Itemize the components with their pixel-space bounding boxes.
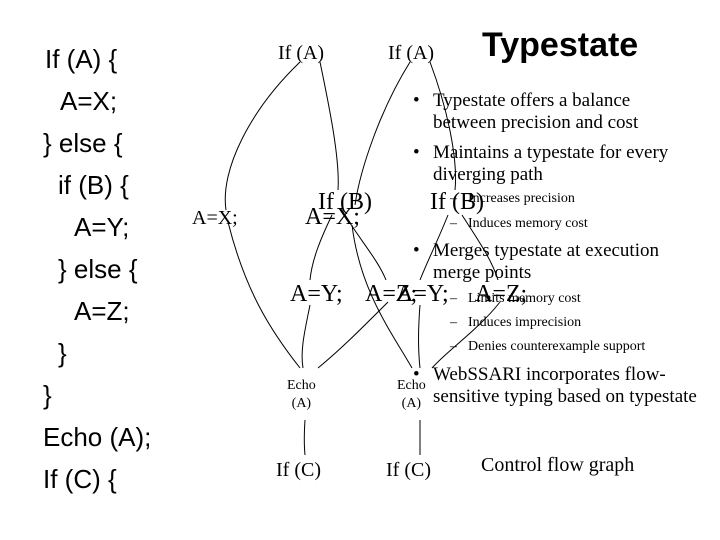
edge-left-ay-echo	[301, 304, 311, 369]
cfg-node-echo-line2: (A)	[401, 395, 422, 411]
code-line: }	[58, 338, 67, 368]
cfg-node-echo: Echo (A)	[397, 377, 426, 412]
edge-right-ifa-ifb	[429, 61, 456, 191]
edge-right-ax-echo	[351, 224, 413, 369]
cfg-node-if-a: If (A)	[278, 42, 325, 64]
code-line: A=Y;	[74, 212, 130, 242]
bullet-item: • Maintains a typestate for every diverg…	[413, 142, 669, 186]
edge-right-ifa-ax	[354, 61, 411, 206]
bullet-item: • WebSSARI incorporates flow- sensitive …	[413, 364, 697, 408]
code-line: A=X;	[60, 86, 118, 116]
cfg-node-a-y: A=Y;	[290, 281, 343, 307]
edge-left-ifb-az	[344, 214, 387, 281]
cfg-node-a-x: A=X;	[192, 207, 238, 229]
cfg-node-echo: Echo (A)	[287, 377, 316, 412]
edge-left-ifa-ifb	[319, 61, 339, 191]
sub-bullet-text: Increases precision	[468, 191, 575, 206]
bullet-text: WebSSARI incorporates flow-	[433, 364, 666, 385]
edge-left-echo-ifc	[303, 419, 306, 456]
bullet-text: Maintains a typestate for every	[433, 142, 669, 163]
cfg-node-a-z: A=Z;	[475, 281, 528, 307]
bullet-dot: •	[413, 90, 420, 111]
code-line: If (A) {	[45, 44, 118, 74]
bullet-text: merge points	[433, 262, 532, 283]
cfg-node-if-a: If (A)	[388, 42, 435, 64]
code-line: Echo (A);	[43, 422, 152, 452]
dash-mark: –	[450, 291, 457, 306]
edge-left-az-echo	[317, 301, 389, 369]
cfg-node-if-c: If (C)	[276, 459, 321, 481]
edge-right-ifb-ay	[419, 214, 449, 281]
edge-right-ay-echo	[418, 304, 421, 369]
sub-bullet-item: – Induces imprecision	[450, 314, 582, 332]
dash-mark: –	[450, 315, 457, 330]
sub-bullet-item: – Induces memory cost	[450, 215, 588, 233]
sub-bullet-text: Denies counterexample support	[468, 339, 646, 354]
code-line: If (C) {	[43, 464, 117, 494]
edge-right-ifb-az	[461, 214, 499, 281]
bullet-dot: •	[413, 142, 420, 163]
edge-left-ax-echo	[227, 221, 301, 369]
diagram-caption: Control flow graph	[481, 454, 635, 476]
edge-right-az-echo	[431, 301, 501, 369]
edge-left-ifa-ax	[224, 61, 301, 211]
code-line: }	[43, 380, 52, 410]
cfg-node-a-z: A=Z;	[365, 281, 418, 307]
sub-bullet-text: Induces memory cost	[468, 216, 588, 231]
sub-bullet-item: – Limits memory cost	[450, 290, 581, 308]
bullet-item: • Typestate offers a balance between pre…	[413, 90, 639, 134]
code-line: if (B) {	[58, 170, 129, 200]
bullet-dot: •	[413, 240, 420, 261]
cfg-node-echo-line2: (A)	[291, 395, 312, 411]
bullet-dot: •	[413, 364, 420, 385]
bullet-text: diverging path	[433, 164, 543, 185]
cfg-node-a-y: A=Y;	[396, 281, 449, 307]
cfg-node-a-x: A=X;	[305, 204, 360, 230]
code-line: A=Z;	[74, 296, 130, 326]
code-line: } else {	[43, 128, 123, 158]
slide-title: Typestate	[482, 26, 639, 64]
cfg-node-echo-line1: Echo	[397, 378, 426, 393]
cfg-node-if-b: If (B)	[430, 189, 484, 215]
sub-bullet-item: – Denies counterexample support	[450, 338, 646, 356]
bullet-text: Merges typestate at execution	[433, 240, 659, 261]
cfg-node-if-b: If (B)	[318, 189, 372, 215]
dash-mark: –	[450, 191, 457, 206]
cfg-node-echo-line1: Echo	[287, 378, 316, 393]
sub-bullet-text: Limits memory cost	[468, 291, 581, 306]
sub-bullet-item: – Increases precision	[450, 190, 575, 208]
dash-mark: –	[450, 339, 457, 354]
cfg-node-if-c: If (C)	[386, 459, 431, 481]
bullet-text: Typestate offers a balance	[433, 90, 631, 111]
edge-left-ifb-ay	[309, 214, 333, 281]
bullet-text: sensitive typing based on typestate	[433, 386, 697, 407]
dash-mark: –	[450, 216, 457, 231]
sub-bullet-text: Induces imprecision	[468, 315, 582, 330]
bullet-text: between precision and cost	[433, 112, 639, 133]
bullet-item: • Merges typestate at execution merge po…	[413, 240, 659, 284]
code-line: } else {	[58, 254, 138, 284]
